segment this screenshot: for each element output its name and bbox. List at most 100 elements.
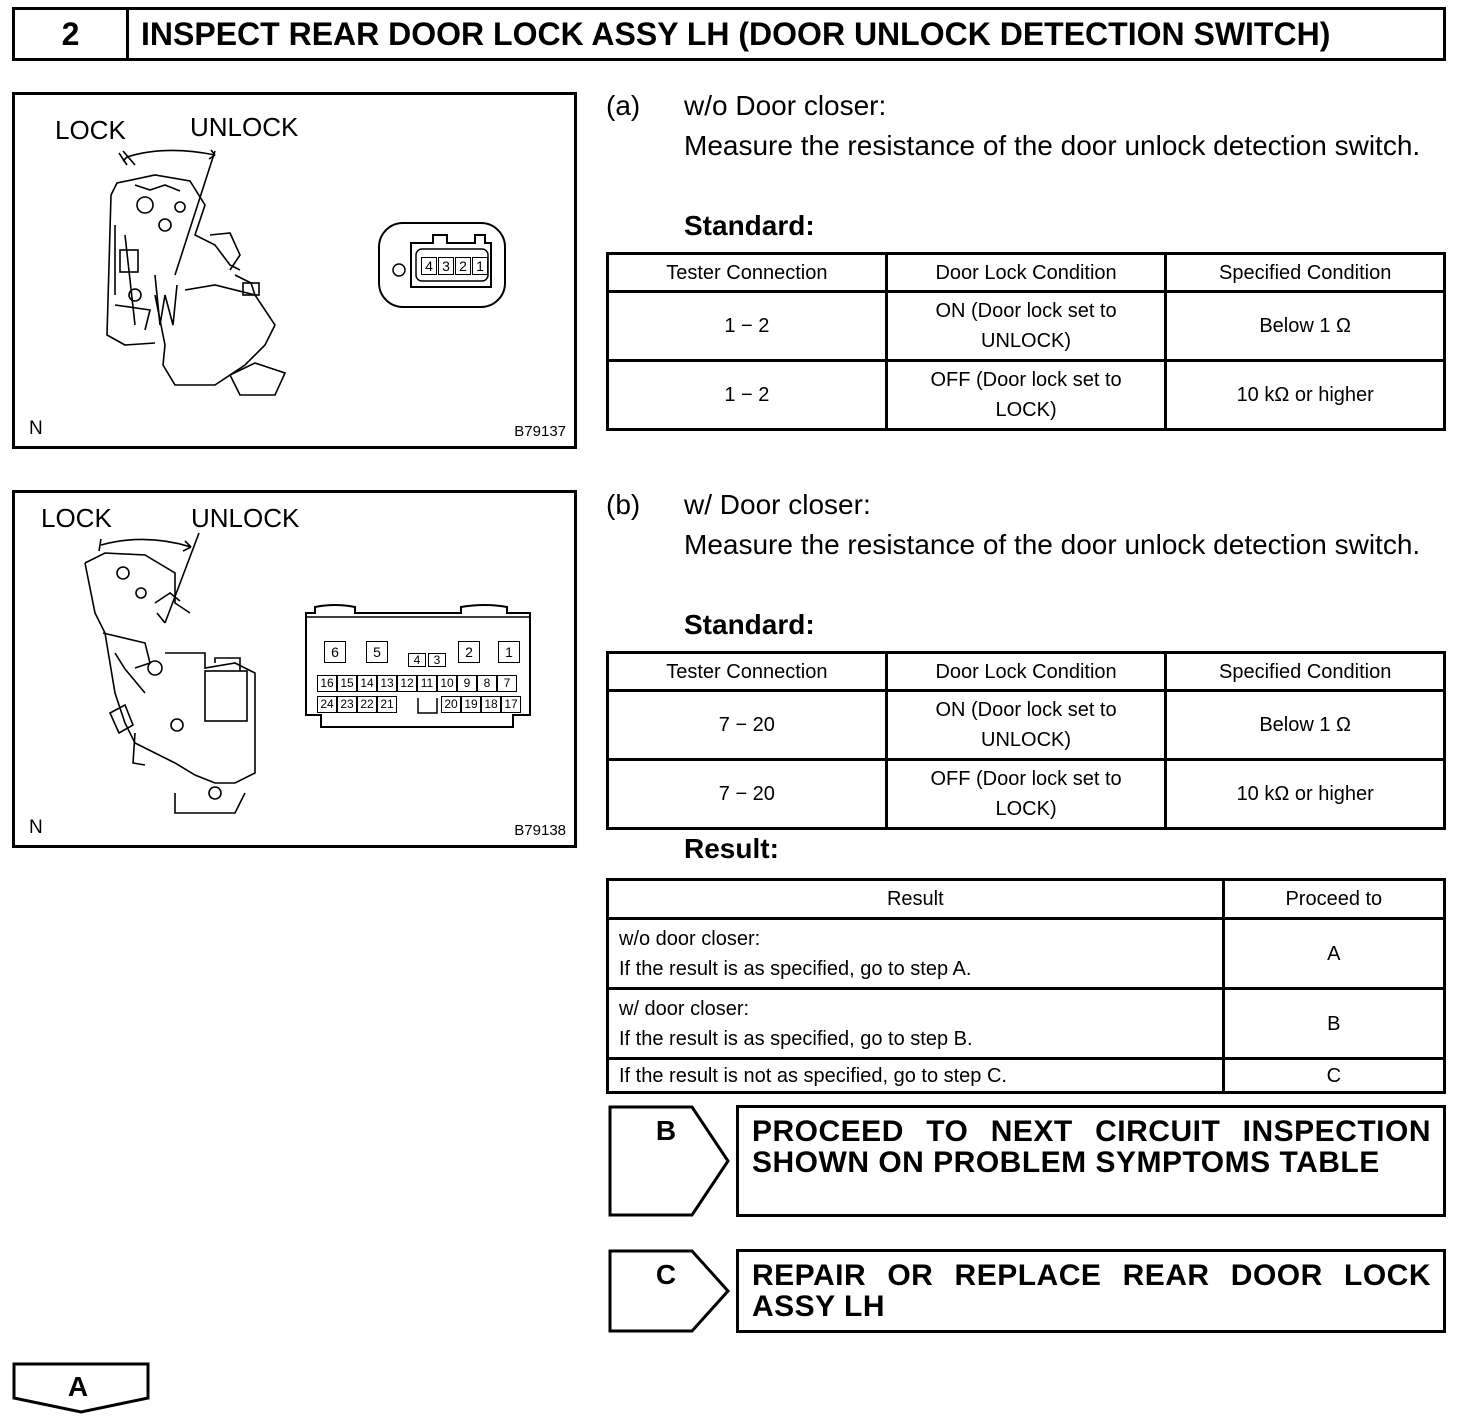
table-cell: If the result is not as specified, go to…: [606, 1057, 1225, 1094]
cell-text: OFF (Door lock set to LOCK): [930, 768, 1122, 820]
column-header: Specified Condition: [1164, 252, 1446, 293]
column-header: Proceed to: [1221, 878, 1447, 920]
proceed-c-letter: C: [655, 1259, 677, 1290]
proceed-b-block[interactable]: B PROCEED TO NEXT CIRCUIT INSPECTION SHO…: [608, 1105, 1446, 1217]
result-condition: w/ door closer:: [619, 997, 750, 1020]
proceed-c-text: REPAIR OR REPLACE REAR DOOR LOCK ASSY LH: [752, 1259, 1431, 1323]
figure-n-label: N: [29, 418, 43, 439]
table-cell: Below 1 Ω: [1164, 689, 1446, 761]
connector-pin: 10: [437, 675, 457, 692]
column-header: Specified Condition: [1164, 651, 1446, 692]
table-cell: Below 1 Ω: [1164, 290, 1446, 362]
table-cell: 7 − 20: [606, 689, 888, 761]
table-header-row: Tester Connection Door Lock Condition Sp…: [606, 651, 1446, 692]
figure-code: B79138: [514, 822, 566, 839]
spec-table-b: Tester Connection Door Lock Condition Sp…: [606, 651, 1446, 830]
cell-text: ON (Door lock set to UNLOCK): [935, 699, 1117, 751]
table-cell: B: [1221, 987, 1447, 1060]
connector-pin: 9: [457, 675, 477, 692]
figure-door-lock-wo-closer: LOCK UNLOCK 4 3 2 1 N B79137: [12, 92, 577, 449]
connector-pin: 15: [337, 675, 357, 692]
step-a-standard-label: Standard:: [684, 210, 815, 241]
step-header: 2 INSPECT REAR DOOR LOCK ASSY LH (DOOR U…: [12, 7, 1446, 61]
connector-pin: 2: [458, 641, 480, 663]
table-cell: 7 − 20: [606, 758, 888, 830]
table-row: 1 − 2 OFF (Door lock set to LOCK) 10 kΩ …: [606, 359, 1446, 431]
connector-pin: 22: [357, 696, 377, 713]
connector-pin: 3: [428, 653, 446, 667]
table-cell: 1 − 2: [606, 359, 888, 431]
table-cell: OFF (Door lock set to LOCK): [884, 758, 1168, 830]
table-cell: ON (Door lock set to UNLOCK): [884, 689, 1168, 761]
step-b-letter: (b): [606, 489, 641, 520]
result-table: Result Proceed to w/o door closer: If th…: [606, 878, 1447, 1094]
table-row: If the result is not as specified, go to…: [606, 1057, 1447, 1094]
step-b: (b) w/ Door closer: Measure the resistan…: [606, 485, 1446, 645]
lock-label: LOCK: [55, 115, 126, 145]
step-a: (a) w/o Door closer: Measure the resista…: [606, 86, 1446, 246]
door-lock-illustration-2: [84, 532, 531, 814]
table-row: 7 − 20 ON (Door lock set to UNLOCK) Belo…: [606, 689, 1446, 761]
figure-door-lock-w-closer: LOCK UNLOCK 6 5 4 3 2 1 16 15 14 13 12 1…: [12, 490, 577, 848]
arrow-tag-icon: [608, 1105, 730, 1217]
connector-pin: 17: [501, 696, 521, 713]
connector-pin: 4: [421, 257, 437, 275]
result-title: Result:: [684, 833, 779, 864]
connector-pin: 11: [417, 675, 437, 692]
cell-text: OFF (Door lock set to LOCK): [930, 369, 1122, 421]
table-cell: 10 kΩ or higher: [1164, 359, 1446, 431]
connector-pin: 2: [455, 257, 471, 275]
step-title: INSPECT REAR DOOR LOCK ASSY LH (DOOR UNL…: [141, 15, 1331, 52]
proceed-a-letter: A: [67, 1371, 89, 1402]
column-header: Tester Connection: [606, 651, 888, 692]
door-lock-illustration-1: [106, 149, 506, 396]
unlock-label: UNLOCK: [191, 503, 300, 533]
table-header-row: Result Proceed to: [606, 878, 1447, 920]
connector-pin: 14: [357, 675, 377, 692]
connector-pin: 12: [397, 675, 417, 692]
connector-pin: 1: [498, 641, 520, 663]
result-action: If the result is as specified, go to ste…: [619, 1027, 973, 1050]
step-b-condition: w/ Door closer:: [684, 489, 871, 520]
connector-pin: 1: [472, 257, 488, 275]
proceed-c-block[interactable]: C REPAIR OR REPLACE REAR DOOR LOCK ASSY …: [608, 1249, 1446, 1333]
table-row: 7 − 20 OFF (Door lock set to LOCK) 10 kΩ…: [606, 758, 1446, 830]
column-header: Door Lock Condition: [884, 252, 1168, 293]
table-cell: C: [1221, 1057, 1447, 1094]
connector-pin: 21: [377, 696, 397, 713]
down-arrow-tag-icon: [12, 1362, 150, 1414]
step-a-instruction: Measure the resistance of the door unloc…: [684, 130, 1421, 161]
table-cell: ON (Door lock set to UNLOCK): [884, 290, 1168, 362]
column-header: Result: [606, 878, 1225, 920]
connector-pin: 4: [408, 653, 426, 667]
column-header: Door Lock Condition: [884, 651, 1168, 692]
table-cell: A: [1221, 917, 1447, 990]
connector-pin: 3: [438, 257, 454, 275]
proceed-a-block[interactable]: A: [12, 1362, 150, 1414]
connector-pin: 18: [481, 696, 501, 713]
connector-pin: 13: [377, 675, 397, 692]
table-row: 1 − 2 ON (Door lock set to UNLOCK) Below…: [606, 290, 1446, 362]
connector-middle-pins: 16 15 14 13 12 11 10 9 8 7: [317, 675, 517, 692]
proceed-b-letter: B: [655, 1115, 677, 1146]
table-cell: w/o door closer: If the result is as spe…: [606, 917, 1225, 990]
result-condition: w/o door closer:: [619, 927, 761, 950]
table-cell: 10 kΩ or higher: [1164, 758, 1446, 830]
step-b-instruction: Measure the resistance of the door unloc…: [684, 529, 1421, 560]
connector-pin: 5: [366, 641, 388, 663]
lock-label: LOCK: [41, 503, 112, 533]
table-cell: 1 − 2: [606, 290, 888, 362]
connector-pin: 16: [317, 675, 337, 692]
connector-pin: 19: [461, 696, 481, 713]
cell-text: ON (Door lock set to UNLOCK): [935, 300, 1117, 352]
result-action: If the result is as specified, go to ste…: [619, 957, 972, 980]
table-cell: OFF (Door lock set to LOCK): [884, 359, 1168, 431]
connector-pin: 24: [317, 696, 337, 713]
unlock-label: UNLOCK: [190, 112, 299, 142]
proceed-b-text: PROCEED TO NEXT CIRCUIT INSPECTION SHOWN…: [752, 1115, 1431, 1179]
step-a-condition: w/o Door closer:: [684, 90, 887, 121]
proceed-c-box: REPAIR OR REPLACE REAR DOOR LOCK ASSY LH: [736, 1249, 1446, 1333]
figure-code: B79137: [514, 423, 566, 440]
figure-n-label: N: [29, 817, 43, 838]
table-header-row: Tester Connection Door Lock Condition Sp…: [606, 252, 1446, 293]
